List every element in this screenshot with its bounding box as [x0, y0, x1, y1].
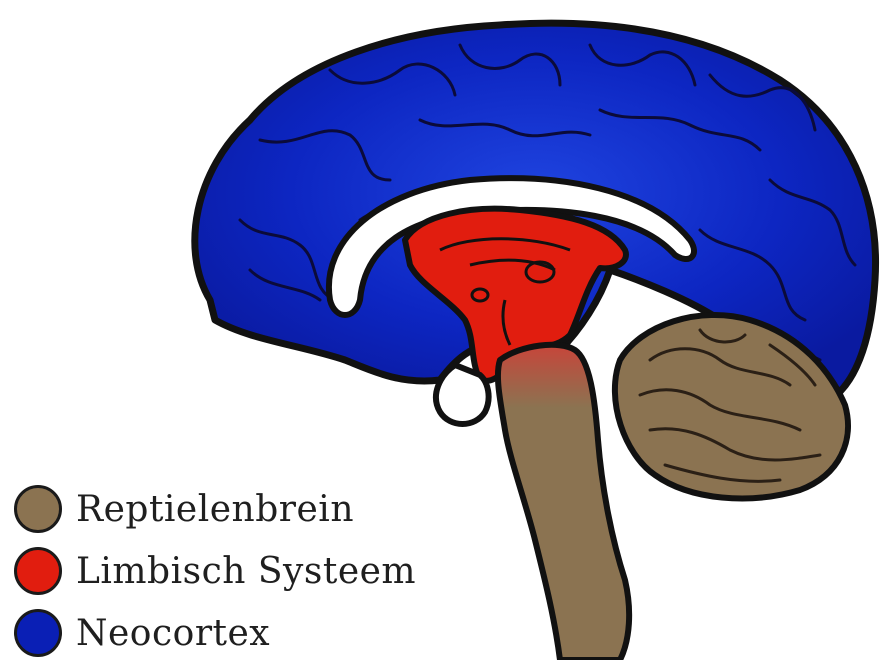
legend-item-limbic: Limbisch Systeem [14, 540, 534, 602]
legend-item-reptilian: Reptielenbrein [14, 478, 534, 540]
legend: Reptielenbrein Limbisch Systeem Neocorte… [14, 478, 534, 660]
legend-label-neocortex: Neocortex [76, 613, 270, 654]
legend-item-neocortex: Neocortex [14, 602, 534, 660]
reptilian-color-swatch [14, 485, 62, 533]
limbic-color-swatch [14, 547, 62, 595]
neocortex-color-swatch [14, 609, 62, 657]
legend-label-limbic: Limbisch Systeem [76, 551, 416, 592]
legend-label-reptilian: Reptielenbrein [76, 489, 354, 530]
pituitary-outline [436, 365, 489, 424]
